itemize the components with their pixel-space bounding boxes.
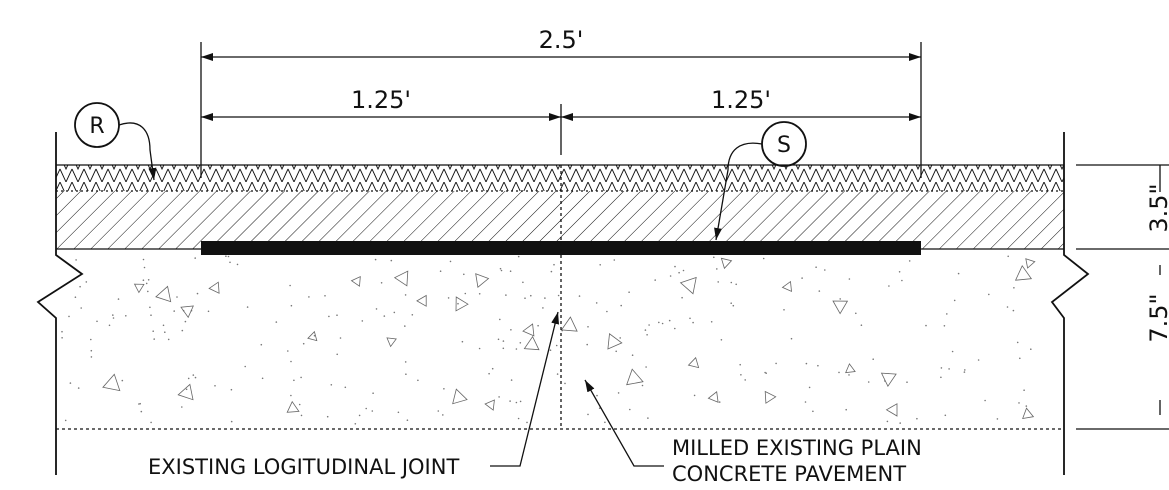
overlay-base-course (56, 191, 1064, 249)
right-dimension-label: 1.25' (711, 86, 771, 114)
callout-r-label: R (89, 114, 104, 139)
joint-note: EXISTING LOGITUDINAL JOINT (148, 455, 459, 479)
overall-dimension-label: 2.5' (539, 26, 584, 54)
pavement-layers (56, 164, 1064, 430)
callout-s: S (714, 121, 807, 241)
joint-repair-strip (201, 241, 921, 255)
callout-s-label: S (777, 133, 791, 158)
base-thickness-label: 7.5" (1145, 293, 1169, 342)
break-lines (36, 132, 1090, 475)
horizontal-dimensions: 2.5' 1.25' 1.25' (200, 26, 922, 178)
left-dimension-label: 1.25' (351, 86, 411, 114)
surface-thickness-label: 3.5" (1145, 183, 1169, 232)
pavement-note-line2: CONCRETE PAVEMENT (672, 462, 906, 486)
pavement-leader: MILLED EXISTING PLAIN CONCRETE PAVEMENT (584, 379, 922, 486)
overlay-surface-course (56, 165, 1064, 191)
callout-r: R (74, 102, 157, 181)
pavement-note-line1: MILLED EXISTING PLAIN (672, 436, 922, 460)
joint-leader: EXISTING LOGITUDINAL JOINT (148, 311, 560, 479)
vertical-dimensions: 3.5" 7.5" (1076, 164, 1169, 430)
concrete-stipple (61, 255, 1036, 425)
